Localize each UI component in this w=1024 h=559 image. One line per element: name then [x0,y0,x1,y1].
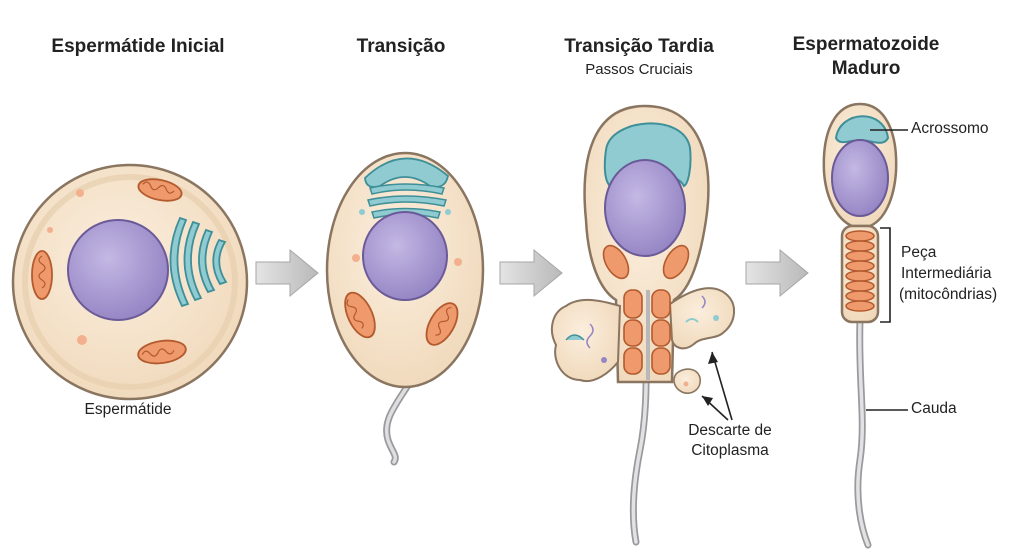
cytoplasm-droplet-left [550,299,622,383]
late-transition-cell [550,104,735,546]
nucleus [831,139,889,217]
mitochondrial-helix [845,230,875,312]
stage-title-early-spermatid: Espermátide Inicial [51,36,225,57]
stage-title-transition: Transição [356,36,446,57]
acrosome [834,115,890,144]
progression-arrow-2 [499,248,563,298]
stage-subtitle-crucial-steps: Passos Cruciais [585,61,693,78]
midpiece-bracket [880,227,891,323]
stage-title-late-transition: Transição Tardia [564,36,714,57]
nucleus [67,219,169,321]
progression-arrow-3 [745,248,809,298]
label-midpiece-line1: Peça [901,244,937,261]
cytoplasm-droplet-small [673,368,701,394]
golgi-apparatus [169,216,228,308]
label-cytoplasm-discard-line2: Citoplasma [691,442,769,459]
nucleus [362,211,448,301]
mitochondria [31,178,187,365]
transition-cell [325,151,485,466]
discard-pointer-arrows [701,351,733,421]
mature-spermatozoon [822,102,898,549]
label-tail: Cauda [911,400,957,417]
label-spermatid: Espermátide [84,401,172,418]
early-spermatid-cell [11,163,249,401]
label-acrosome: Acrossomo [911,120,989,137]
cytoplasm-droplet-right [668,287,735,350]
transition-flagellum [383,378,414,466]
stage-title-mature-sperm-line1: Espermatozoide [792,34,940,55]
stage-title-mature-sperm-line2: Maduro [831,58,901,79]
label-midpiece-line2: Intermediária [901,265,992,282]
annotation-lines [866,129,908,411]
progression-arrow-1 [255,248,319,298]
label-cytoplasm-discard-line1: Descarte de [688,422,772,439]
label-midpiece-line3: (mitocôndrias) [899,286,998,303]
nucleus [604,159,686,257]
